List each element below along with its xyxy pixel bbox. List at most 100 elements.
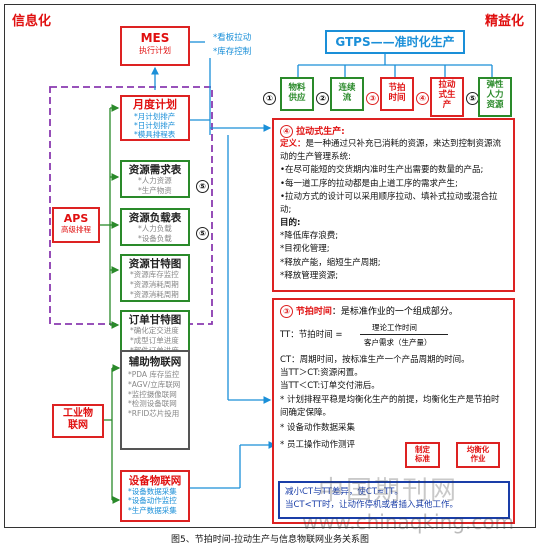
resource-load-title: 资源负载表 <box>128 212 182 224</box>
monthly-item-3: *模具排程表 <box>134 130 176 140</box>
resource-load-box: 资源负载表 *人力负载 *设备负载 <box>120 208 190 246</box>
aux-iot-title: 辅助物联网 <box>128 356 182 368</box>
pillar-label-4: 拉动 式生 产 <box>438 80 456 110</box>
outer-frame <box>4 4 536 528</box>
gtps-box: GTPS——准时化生产 <box>325 30 465 54</box>
industrial-iot-box: 工业物 联网 <box>52 404 104 438</box>
resource-gantt-item-3: *资源消耗周期 <box>130 289 179 299</box>
equipment-iot-item-2: *设备动作监控 <box>128 496 177 506</box>
ct-tt-line-1: 减小CT与TT差异，使CT≈TT。 <box>285 487 403 497</box>
pillar-label-3: 节拍 时间 <box>388 83 406 103</box>
pull-goal-4: *释放管理资源; <box>280 270 339 281</box>
resource-demand-item-1: *人力资源 <box>138 176 172 186</box>
takt-formula: TT：节拍时间 = 理论工作时间 客户需求（生产量） <box>280 322 507 350</box>
aux-iot-item-1: *PDA 库存监控 <box>128 370 180 380</box>
aps-box: APS 高级排程 <box>52 207 100 243</box>
monthly-item-2: *日计划排产 <box>134 121 176 131</box>
mes-subtitle: 执行计划 <box>139 45 171 55</box>
monthly-item-1: *月计划排产 <box>134 111 176 121</box>
pull-goal-3: *释放产能，缩短生产周期; <box>280 257 381 268</box>
order-gantt-item-2: *成型订单进度 <box>130 335 179 345</box>
header-right-title: 精益化 <box>485 14 525 29</box>
takt-measure: * 员工操作动作测评 <box>280 440 355 451</box>
equipment-iot-box: 设备物联网 *设备数据采集 *设备动作监控 *生产数据采集 <box>120 470 190 522</box>
pull-goal-2: *目视化管理; <box>280 244 330 255</box>
resource-gantt-item-2: *资源消耗周期 <box>130 279 179 289</box>
gtps-title: GTPS——准时化生产 <box>335 35 455 49</box>
aux-iot-item-4: *检测设备联网 <box>128 399 177 409</box>
pillar-takt-time: 节拍 时间 <box>380 77 414 111</box>
leveling-box: 均衡化 作业 <box>456 442 500 468</box>
pillar-num-3: ③ <box>366 86 379 105</box>
pillar-continuous-flow: 连续 流 <box>330 77 364 111</box>
takt-numerator: 理论工作时间 <box>372 323 417 332</box>
pull-bullet-1: •在尽可能短的交货期内准时生产出需要的数量的产品; <box>280 165 484 176</box>
pillar-num-2: ② <box>316 86 329 105</box>
takt-heading-tail: ：是标准作业的一个组成部分。 <box>331 307 458 317</box>
pull-bullet-2: •每一道工序的拉动都是由上道工序的需求产生; <box>280 178 458 189</box>
takt-fraction-line <box>360 334 448 335</box>
pull-production-panel: ④ 拉动式生产: 定义：是一种通过只补充已消耗的资源，来达到控制资源流动的生产管… <box>272 118 515 292</box>
pull-goal-label: 目的: <box>280 218 301 229</box>
pillar-pull-production: 拉动 式生 产 <box>430 77 464 117</box>
takt-ct-text: CT：周期时间，按标准生产一个产品周期的时间。 <box>280 355 470 365</box>
pillar-label-5: 弹性 人力 资源 <box>486 80 504 110</box>
takt-collect: * 设备动作数据采集 <box>280 422 355 433</box>
ct-tt-line-2: 当CT<TT时，让动作停机或者插入其他工作。 <box>285 500 458 511</box>
mes-link-kanban: *看板拉动 <box>213 33 252 43</box>
pillar-label-2: 连续 流 <box>338 83 356 103</box>
mes-box: MES 执行计划 <box>120 26 190 66</box>
aux-iot-item-5: *RFID芯片投用 <box>128 409 180 419</box>
resource-gantt-title: 资源甘特图 <box>128 258 182 270</box>
aps-subtitle: 高级排程 <box>61 224 91 234</box>
mes-links: *看板拉动 *库存控制 <box>213 32 251 59</box>
standard-box: 制定 标准 <box>405 442 440 468</box>
pillar-num-1: ① <box>263 86 276 105</box>
takt-tt-label: TT：节拍时间 = <box>280 330 343 340</box>
aux-iot-box: 辅助物联网 *PDA 库存监控 *AGV/立库联网 *监控摄像联网 *检测设备联… <box>120 350 190 450</box>
aps-title: APS <box>63 212 89 225</box>
equipment-iot-item-3: *生产数据采集 <box>128 505 177 515</box>
pull-def-text: 是一种通过只补充已消耗的资源，来达到控制资源流动的生产管理系统: <box>280 139 502 163</box>
resource-load-item-1: *人力负载 <box>138 224 172 234</box>
takt-heading: 节拍时间 <box>295 307 332 317</box>
takt-num: ③ <box>280 305 293 318</box>
pull-bullet-3: •拉动方式的设计可以采用顺序拉动、填补式拉动或混合拉动; <box>280 191 498 215</box>
resource-gantt-item-1: *资源库存监控 <box>130 270 179 280</box>
order-gantt-item-1: *确化定交进度 <box>130 326 179 336</box>
resource-demand-item-2: *生产物资 <box>138 185 172 195</box>
standard-label: 制定 标准 <box>415 445 430 463</box>
leveling-label: 均衡化 作业 <box>466 445 490 463</box>
ct-tt-box: 减小CT与TT差异，使CT≈TT。 当CT<TT时，让动作停机或者插入其他工作。 <box>278 481 510 519</box>
resource-load-num: ⑤ <box>196 221 209 240</box>
aux-iot-item-2: *AGV/立库联网 <box>128 379 181 389</box>
monthly-plan-box: 月度计划 *月计划排产 *日计划排产 *模具排程表 <box>120 95 190 141</box>
equipment-iot-title: 设备物联网 <box>128 475 182 487</box>
pillar-flexible-hr: 弹性 人力 资源 <box>478 77 512 117</box>
monthly-plan-title: 月度计划 <box>133 98 177 111</box>
aux-iot-item-3: *监控摄像联网 <box>128 389 177 399</box>
header-left-title: 信息化 <box>12 14 52 29</box>
pull-def-label: 定义 <box>280 139 298 149</box>
industrial-iot-title: 工业物 联网 <box>63 408 93 431</box>
mes-title: MES <box>140 31 170 45</box>
watermark-url: www.chinaqking.com <box>302 510 515 534</box>
resource-gantt-box: 资源甘特图 *资源库存监控 *资源消耗周期 *资源消耗周期 <box>120 254 190 302</box>
takt-red-note: * 计划排程平稳是均衡化生产的前提，均衡化生产是节拍时间确定保障。 <box>280 394 500 418</box>
resource-load-item-2: *设备负载 <box>138 233 172 243</box>
pillar-label-1: 物料 供应 <box>288 83 306 103</box>
pillar-material-supply: 物料 供应 <box>280 77 314 111</box>
watermark-cn: 中国期刊网 <box>318 476 459 506</box>
mes-link-inventory: *库存控制 <box>213 46 252 57</box>
equipment-iot-item-1: *设备数据采集 <box>128 487 177 497</box>
order-gantt-title: 订单甘特图 <box>128 314 182 326</box>
resource-demand-title: 资源需求表 <box>128 164 182 176</box>
resource-demand-box: 资源需求表 *人力资源 *生产物资 <box>120 160 190 198</box>
pillar-num-4: ④ <box>416 86 429 105</box>
takt-time-panel: ③ 节拍时间：是标准作业的一个组成部分。 TT：节拍时间 = 理论工作时间 客户… <box>272 298 515 524</box>
figure-caption: 图5、节拍时间-拉动生产与信息物联网业务关系图 <box>171 535 369 545</box>
takt-heading-row: ③ 节拍时间：是标准作业的一个组成部分。 <box>280 304 507 318</box>
takt-lt-text: 当TT＜CT:订单交付滞后。 <box>280 381 380 392</box>
takt-gt-text: 当TT＞CT:资源闲置。 <box>280 368 363 379</box>
pull-num: ④ <box>280 125 293 138</box>
